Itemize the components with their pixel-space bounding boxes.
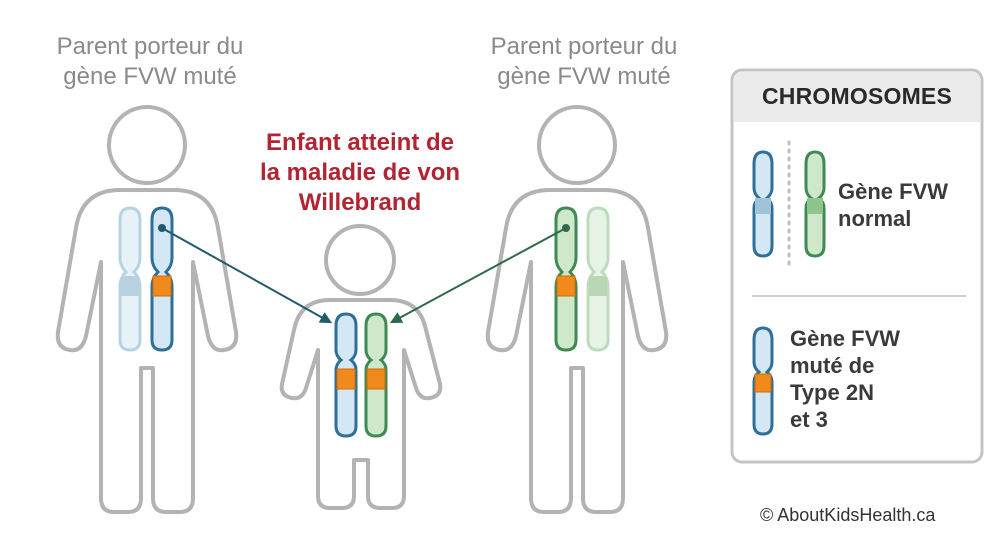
child-label-line1: Enfant atteint de <box>265 129 454 156</box>
parent-left-head <box>107 105 187 185</box>
legend-normal-line2: normal <box>838 206 912 231</box>
parent-left-body-outline <box>55 188 239 514</box>
parent-left-chromosome-normal <box>118 206 142 352</box>
legend-mutated-line2: muté de <box>790 353 875 378</box>
legend-normal-line1: Gène FVW <box>838 179 949 204</box>
parent-right-chromosome-mutated <box>554 206 578 352</box>
legend-mutated-line4: et 3 <box>790 407 828 432</box>
parent-right-figure <box>485 105 669 514</box>
parent-right-label: Parent porteur du gène FVW muté <box>464 32 704 92</box>
child-body-outline <box>279 298 443 510</box>
child-head <box>324 224 396 296</box>
legend-title: CHROMOSOMES <box>761 83 953 109</box>
parent-left-chromosome-mutated <box>150 206 174 352</box>
legend-normal-label: Gène FVW normal <box>838 178 978 232</box>
legend-mutated-label: Gène FVW muté de Type 2N et 3 <box>790 325 970 433</box>
legend-chromosome-normal-green <box>804 150 826 258</box>
arrow-left-parent-to-child <box>161 227 333 324</box>
parent-right-head <box>537 105 617 185</box>
parent-left-figure <box>55 105 239 514</box>
legend-chromosome-mutated-blue <box>752 326 774 436</box>
parent-left-label: Parent porteur du gène FVW muté <box>30 32 270 92</box>
child-label-line3: Willebrand <box>298 189 422 216</box>
parent-right-body-outline <box>485 188 669 514</box>
parent-left-label-line1: Parent porteur du <box>56 33 244 60</box>
child-label-line2: la maladie de von <box>259 159 461 186</box>
copyright-text: © AboutKidsHealth.ca <box>760 505 936 525</box>
legend-mutated-line1: Gène FVW <box>790 326 901 351</box>
legend-mutated-line3: Type 2N <box>790 380 874 405</box>
legend-chromosome-normal-blue <box>752 150 774 258</box>
parent-left-label-line2: gène FVW muté <box>63 63 237 90</box>
child-chromosome-green-mutated <box>364 312 388 438</box>
parent-right-label-line2: gène FVW muté <box>497 63 671 90</box>
child-chromosome-blue-mutated <box>334 312 358 438</box>
child-label: Enfant atteint de la maladie de von Will… <box>240 128 480 218</box>
legend-box <box>730 68 984 464</box>
arrow-right-parent-to-child <box>389 227 567 324</box>
parent-right-chromosome-normal <box>586 206 610 352</box>
parent-right-label-line1: Parent porteur du <box>490 33 678 60</box>
child-figure <box>279 224 443 510</box>
